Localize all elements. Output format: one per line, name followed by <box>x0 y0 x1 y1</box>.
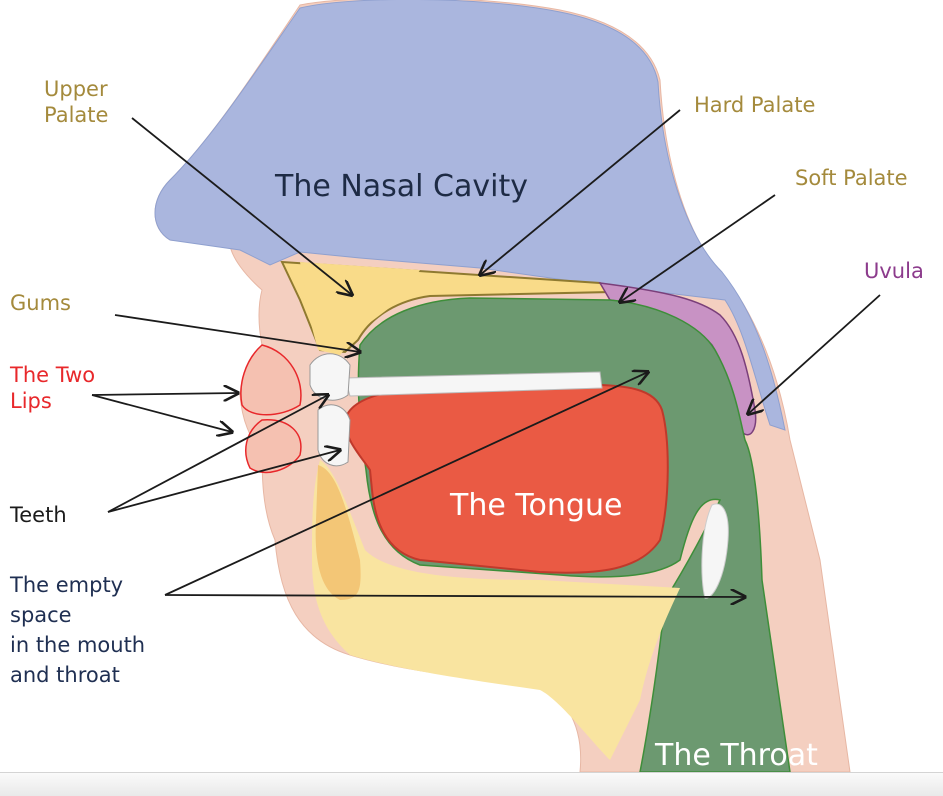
label-gums: Gums <box>10 290 71 316</box>
bottom-scroll-strip <box>0 772 943 796</box>
region-tongue: The Tongue <box>449 488 622 523</box>
label-hard-palate: Hard Palate <box>694 92 815 118</box>
front-tooth-lower <box>318 405 350 466</box>
front-tooth-upper <box>310 354 350 400</box>
region-throat: The Throat <box>654 738 818 773</box>
label-uvula: Uvula <box>864 258 924 284</box>
label-teeth: Teeth <box>10 502 67 528</box>
label-upper-palate: Upper Palate <box>44 76 108 128</box>
label-soft-palate: Soft Palate <box>795 165 908 191</box>
label-two-lips: The Two Lips <box>10 362 95 414</box>
label-empty-space: The empty space in the mouth and throat <box>10 570 145 690</box>
leader-lips-lower <box>92 395 232 432</box>
leader-lips-upper <box>92 393 238 395</box>
region-nasal-cavity: The Nasal Cavity <box>274 169 528 204</box>
tongue-region <box>345 385 668 573</box>
